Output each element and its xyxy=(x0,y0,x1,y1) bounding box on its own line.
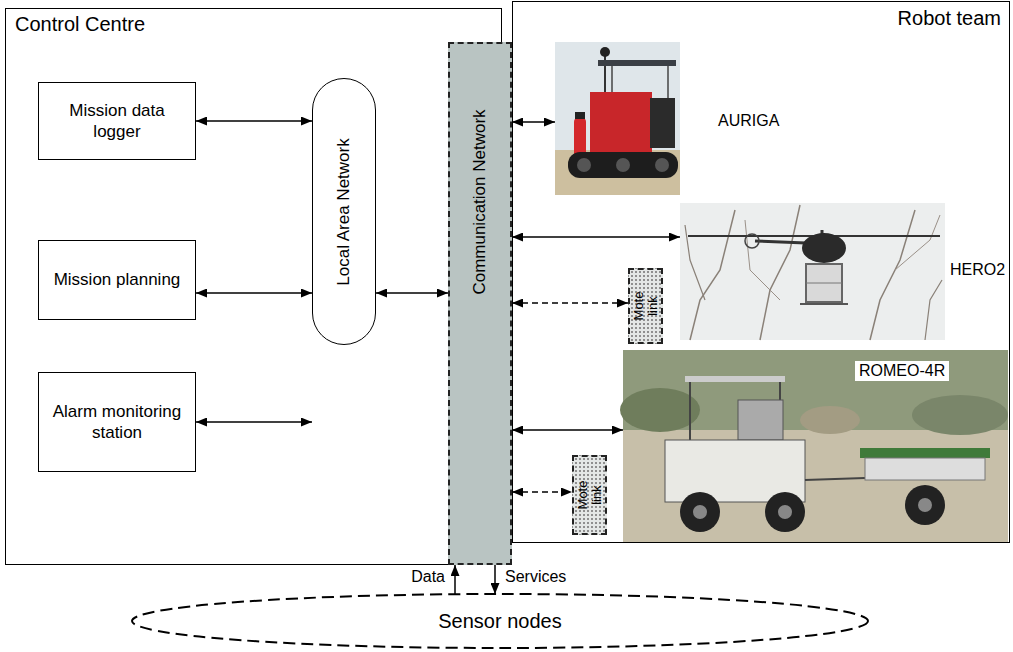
connector-arrow xyxy=(512,429,623,431)
connector-arrow xyxy=(512,121,555,123)
network-band: Communication Network xyxy=(448,42,512,565)
mote-link-box: Mote link xyxy=(628,268,663,344)
process-box: Mission data logger xyxy=(38,82,196,160)
mote-label: Mote link xyxy=(576,475,603,515)
connector-arrow xyxy=(512,302,628,304)
band-label: Communication Network xyxy=(470,109,490,294)
connector-arrow xyxy=(512,491,572,493)
process-box: Mission planning xyxy=(38,240,196,320)
robot-node: HERO2 xyxy=(680,203,1006,340)
robot-team-frame: Robot teamAURIGAHERO2Mote linkROMEO-4RMo… xyxy=(512,1,1010,543)
connector-arrow xyxy=(196,421,312,423)
sensor-cloud: Sensor nodes xyxy=(130,592,870,650)
connector-arrow xyxy=(376,292,448,294)
box-label: Mission data logger xyxy=(49,100,185,143)
robot-name: HERO2 xyxy=(950,261,1005,279)
mote-link-box: Mote link xyxy=(572,455,607,535)
ellipse-border xyxy=(132,594,868,648)
connector-arrow xyxy=(196,292,312,294)
hero2-photo xyxy=(680,203,945,340)
cloud-label: Sensor nodes xyxy=(438,610,561,633)
auriga-photo xyxy=(555,42,680,195)
network-bus: Local Area Network xyxy=(312,78,376,345)
edge-label: Data xyxy=(409,568,447,586)
edge-label: Services xyxy=(503,568,568,586)
robot-node: AURIGA xyxy=(555,42,790,195)
connector-arrow xyxy=(454,565,456,594)
bus-label: Local Area Network xyxy=(334,138,354,285)
frame-heading: Robot team xyxy=(898,7,1001,30)
robot-node: ROMEO-4R xyxy=(623,350,1008,542)
robot-name: ROMEO-4R xyxy=(855,361,949,381)
box-label: Alarm monitoring station xyxy=(49,401,185,444)
process-box: Alarm monitoring station xyxy=(38,372,196,472)
frame-heading: Control Centre xyxy=(15,13,145,36)
connector-arrow xyxy=(512,236,680,238)
box-label: Mission planning xyxy=(54,269,181,290)
mote-label: Mote link xyxy=(632,286,659,326)
romeo-photo xyxy=(620,350,1008,542)
connector-arrow xyxy=(494,565,496,594)
robot-name: AURIGA xyxy=(718,112,779,130)
control-centre-frame: Control CentreMission data loggerMission… xyxy=(5,8,502,565)
connector-arrow xyxy=(196,120,312,122)
